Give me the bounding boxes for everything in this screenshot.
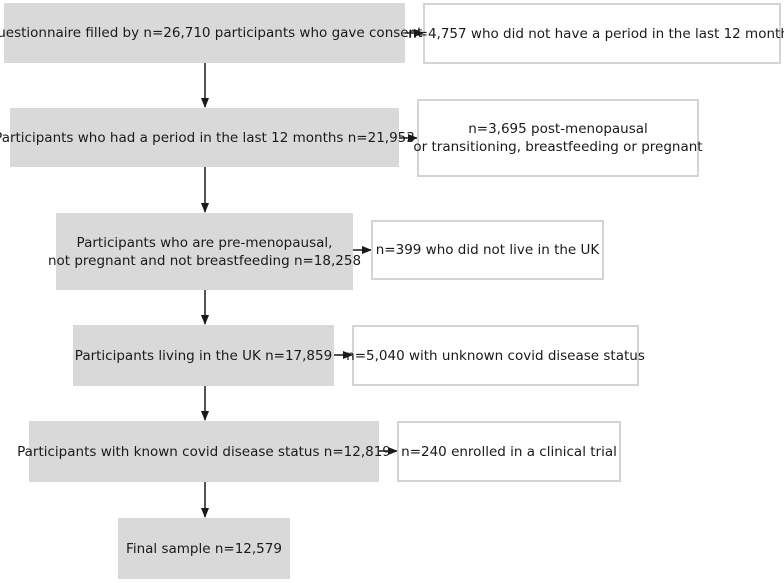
- period-last-12-months-box: Participants who had a period in the las…: [0, 108, 415, 167]
- living-in-uk-text: Participants living in the UK n=17,859: [74, 347, 333, 364]
- post-menopausal-exclusion-line-1: n=3,695 post-menopausal: [468, 121, 648, 137]
- pre-menopausal-line-2: not pregnant and not breastfeeding n=18,…: [47, 252, 362, 269]
- final-sample-box: Final sample n=12,579: [118, 518, 290, 579]
- not-in-uk-exclusion-text: n=399 who did not live in the UK: [375, 242, 600, 258]
- post-menopausal-exclusion-box: n=3,695 post-menopausal or transitioning…: [413, 99, 703, 177]
- clinical-trial-exclusion-text: n=240 enrolled in a clinical trial: [401, 443, 617, 460]
- known-covid-status-text: Participants with known covid disease st…: [17, 443, 391, 460]
- not-in-uk-exclusion-box: n=399 who did not live in the UK: [371, 220, 604, 280]
- clinical-trial-exclusion-box: n=240 enrolled in a clinical trial: [397, 421, 621, 482]
- unknown-covid-status-exclusion-box: n=5,040 with unknown covid disease statu…: [346, 325, 645, 386]
- post-menopausal-exclusion-line-2: or transitioning, breastfeeding or pregn…: [413, 139, 703, 155]
- participants-consent-box: Questionnaire filled by n=26,710 partici…: [0, 3, 422, 63]
- pre-menopausal-box: Participants who are pre-menopausal, not…: [48, 213, 361, 290]
- living-in-uk-box: Participants living in the UK n=17,859: [73, 325, 334, 386]
- known-covid-status-box: Participants with known covid disease st…: [17, 421, 391, 482]
- no-period-exclusion-text: n=4,757 who did not have a period in the…: [408, 25, 784, 42]
- no-period-exclusion-box: n=4,757 who did not have a period in the…: [408, 3, 784, 64]
- unknown-covid-status-exclusion-text: n=5,040 with unknown covid disease statu…: [346, 347, 645, 364]
- participants-consent-text: Questionnaire filled by n=26,710 partici…: [0, 25, 423, 41]
- period-last-12-months-text: Participants who had a period in the las…: [0, 129, 415, 146]
- final-sample-text: Final sample n=12,579: [126, 540, 282, 557]
- pre-menopausal-line-1: Participants who are pre-menopausal,: [76, 234, 333, 251]
